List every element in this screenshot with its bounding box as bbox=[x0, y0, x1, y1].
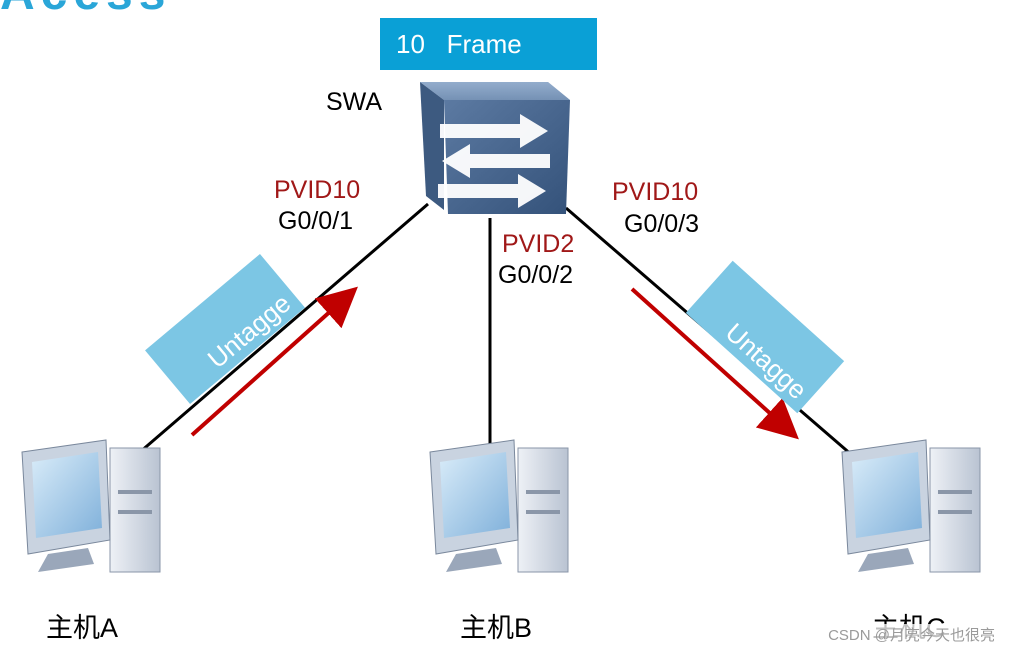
untagged-tag-text: Untagge bbox=[719, 317, 813, 406]
network-switch-icon bbox=[420, 82, 570, 214]
untagged-tag-text: Untagge bbox=[201, 287, 297, 375]
port-3-pvid: PVID10 bbox=[612, 178, 699, 206]
port-1-name: G0/0/1 bbox=[278, 207, 354, 235]
port-2-name: G0/0/2 bbox=[498, 261, 574, 289]
page-title-fragment: Acess bbox=[0, 0, 171, 21]
port-3-name: G0/0/3 bbox=[624, 210, 700, 238]
port-1-pvid: PVID10 bbox=[274, 176, 361, 204]
desktop-computer-icon bbox=[429, 439, 569, 573]
desktop-computer-icon bbox=[21, 439, 161, 573]
frame-banner: 10 Frame bbox=[380, 18, 597, 70]
switch-label: SWA bbox=[326, 88, 383, 116]
port-2-pvid: PVID2 bbox=[502, 230, 575, 258]
host-a-label: 主机A bbox=[46, 613, 119, 643]
watermark: CSDN @月亮今天也很亮 bbox=[828, 624, 995, 645]
host-b-label: 主机B bbox=[460, 613, 533, 643]
desktop-computer-icon bbox=[841, 439, 981, 573]
